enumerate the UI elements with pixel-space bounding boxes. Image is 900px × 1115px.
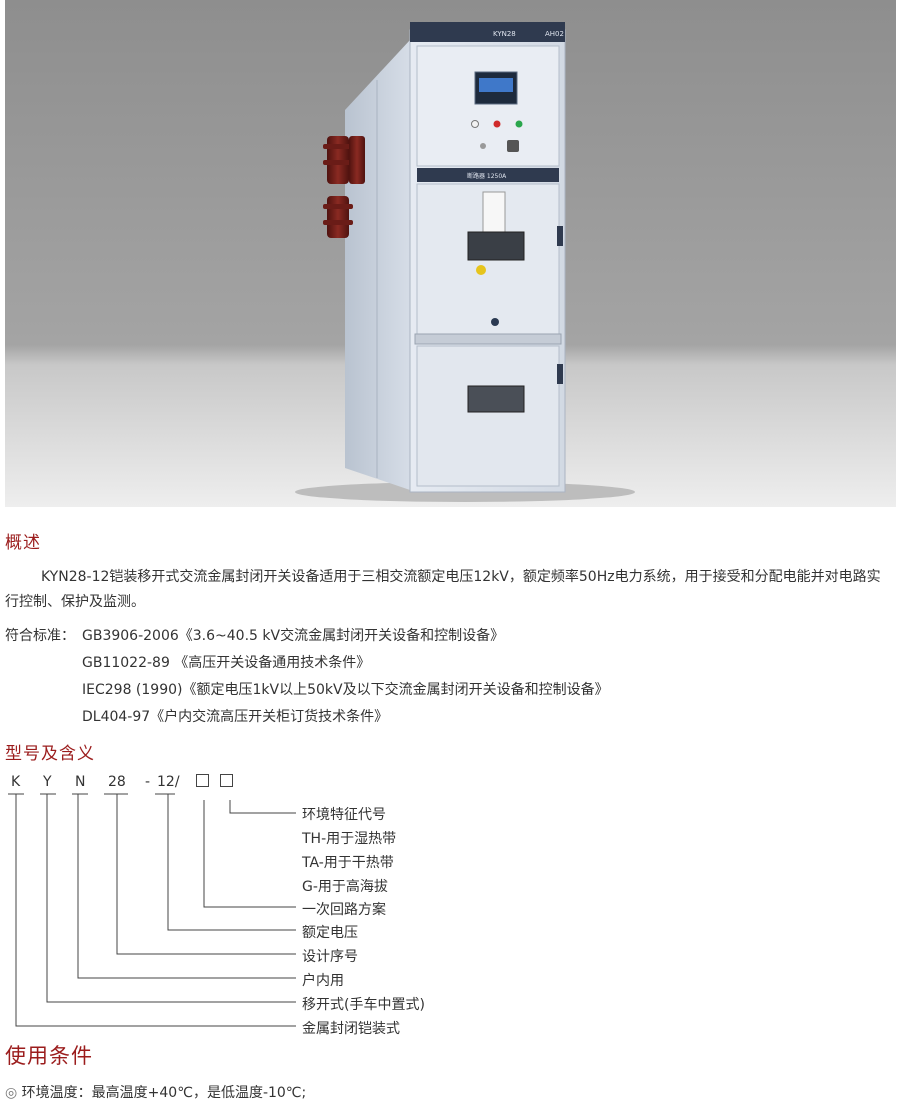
code-voltage: 12/	[157, 774, 180, 790]
legend-withdrawable: 移开式(手车中置式)	[302, 997, 425, 1013]
legend-g: G-用于高海拔	[302, 879, 388, 895]
condition-item: ◎ 环境温度：最高温度+40℃，是低温度-10℃;	[5, 1082, 306, 1102]
code-letter-n: N	[75, 774, 86, 790]
panel-brand-text: KYN28	[493, 30, 516, 38]
standard-item: GB11022-89 《高压开关设备通用技术条件》	[82, 655, 371, 671]
model-code-diagram	[8, 793, 296, 1027]
legend-th: TH-用于湿热带	[302, 831, 397, 847]
condition-text: 环境温度：最高温度+40℃，是低温度-10℃;	[21, 1085, 307, 1101]
legend-rated-voltage: 额定电压	[302, 925, 358, 941]
code-dash: -	[145, 774, 151, 790]
legend-environment: 环境特征代号	[302, 807, 386, 823]
conditions-title: 使用条件	[5, 1044, 93, 1068]
legend-primary-circuit: 一次回路方案	[302, 902, 386, 918]
code-box-scheme	[196, 774, 209, 787]
code-box-environment	[220, 774, 233, 787]
switchgear-illustration: KYN28 AH02 断路器 1250A	[5, 0, 896, 507]
bullet-icon: ◎	[5, 1085, 18, 1101]
legend-design-serial: 设计序号	[302, 949, 358, 965]
product-photo: KYN28 AH02 断路器 1250A	[5, 0, 896, 507]
legend-metal-clad: 金属封闭铠装式	[302, 1021, 400, 1037]
panel-code-text: AH02	[545, 30, 564, 38]
overview-title: 概述	[5, 533, 41, 553]
code-letter-y: Y	[43, 774, 52, 790]
standards-label: 符合标准：	[5, 628, 75, 644]
legend-indoor: 户内用	[302, 973, 344, 989]
relay-label-text: 断路器 1250A	[467, 172, 507, 180]
overview-paragraph: KYN28-12铠装移开式交流金属封闭开关设备适用于三相交流额定电压12kV，额…	[5, 569, 881, 610]
code-series: 28	[108, 774, 126, 790]
standard-item: IEC298 (1990)《额定电压1kV以上50kV及以下交流金属封闭开关设备…	[82, 682, 609, 698]
standard-item: GB3906-2006《3.6~40.5 kV交流金属封闭开关设备和控制设备》	[82, 628, 505, 644]
insulator-lower	[323, 196, 353, 238]
legend-ta: TA-用于干热带	[302, 855, 394, 871]
model-title: 型号及含义	[5, 744, 95, 764]
standard-item: DL404-97《户内交流高压开关柜订货技术条件》	[82, 709, 389, 725]
code-letter-k: K	[11, 774, 21, 790]
insulator-upper	[323, 136, 365, 184]
